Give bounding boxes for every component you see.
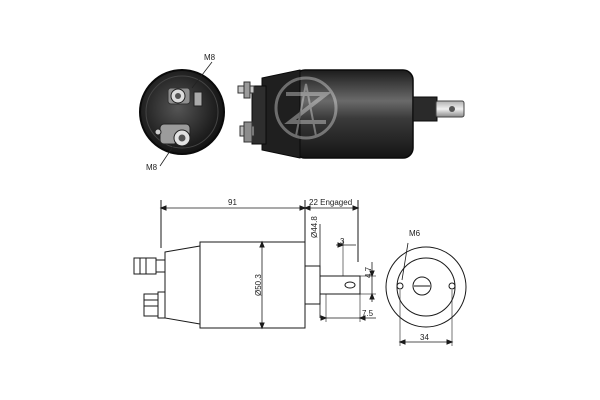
dim-end-width: 34: [420, 333, 429, 342]
photo-side-view: [237, 69, 465, 159]
dim-eye-width: 4.7: [364, 266, 373, 278]
dim-eye-offset: 3: [340, 237, 345, 246]
photo-thread-label-top: M8: [204, 53, 216, 62]
dim-body-length: 91: [228, 198, 237, 207]
dim-nose-diameter: Ø44.8: [310, 216, 319, 238]
drawing-end-view: [385, 242, 467, 346]
photo-end-view: [139, 61, 225, 167]
dim-body-diameter: Ø50.3: [254, 274, 263, 296]
dim-eye-length: 7.5: [362, 309, 374, 318]
dim-end-thread: M6: [409, 229, 421, 238]
leader-bottom: [159, 141, 177, 167]
zm-watermark: [274, 76, 338, 140]
leader-top: [191, 61, 213, 89]
end-terminal-top: [167, 87, 203, 107]
drawing-side-view: [133, 200, 376, 330]
dim-engaged-stroke: 22 Engaged: [309, 198, 353, 207]
photo-thread-label-bottom: M8: [146, 163, 158, 172]
